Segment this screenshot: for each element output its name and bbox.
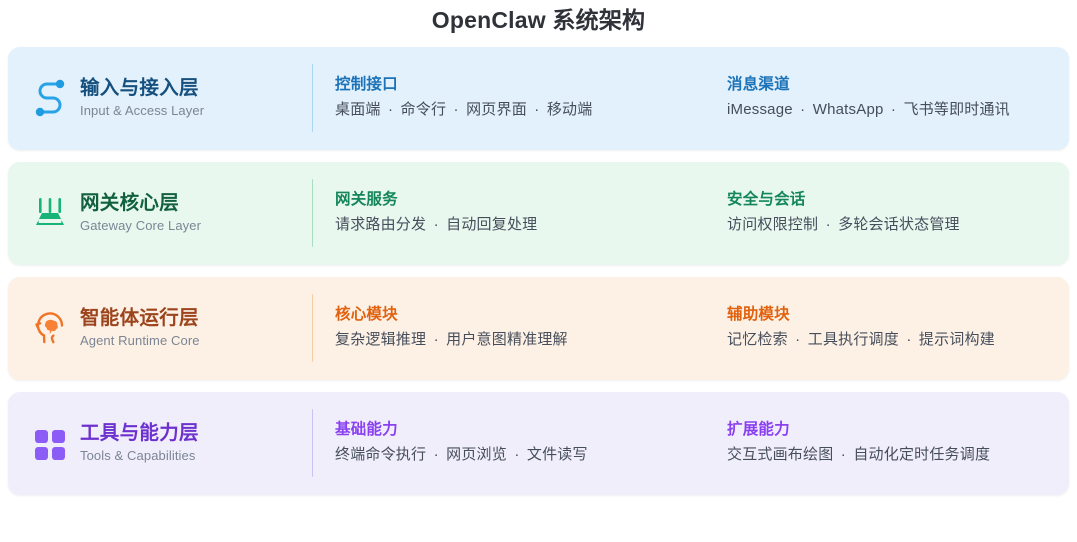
layer-group: 核心模块 复杂逻辑推理 · 用户意图精准理解 <box>335 306 727 350</box>
layer-divider <box>312 64 313 133</box>
group-item: 桌面端 <box>335 101 381 119</box>
item-separator: · <box>429 216 444 234</box>
page-title: OpenClaw 系统架构 <box>431 7 646 33</box>
layer-name-cn: 智能体运行层 <box>80 306 199 329</box>
layer-card-input-access[interactable]: 输入与接入层 Input & Access Layer 控制接口 桌面端 · 命… <box>8 46 1069 150</box>
group-title: 基础能力 <box>335 421 398 439</box>
group-item: iMessage <box>727 101 793 119</box>
item-separator: · <box>449 101 464 119</box>
group-title: 扩展能力 <box>727 421 790 439</box>
layer-card-gateway-core[interactable]: 网关核心层 Gateway Core Layer 网关服务 请求路由分发 · 自… <box>8 161 1069 265</box>
layer-groups: 基础能力 终端命令执行 · 网页浏览 · 文件读写 扩展能力 交互式画布绘图 ·… <box>335 421 1053 465</box>
layer-name-cn: 工具与能力层 <box>80 421 199 444</box>
layer-name-cn: 网关核心层 <box>80 191 180 214</box>
router-gateway-icon <box>22 194 78 232</box>
item-separator: · <box>836 446 851 464</box>
group-items: 交互式画布绘图 · 自动化定时任务调度 <box>727 446 1053 465</box>
layer-heading: 工具与能力层 Tools & Capabilities <box>78 421 312 464</box>
layer-group: 基础能力 终端命令执行 · 网页浏览 · 文件读写 <box>335 421 727 465</box>
item-separator: · <box>795 101 810 119</box>
group-item: 飞书等即时通讯 <box>903 101 1010 119</box>
item-separator: · <box>821 216 836 234</box>
group-item: 文件读写 <box>526 446 588 464</box>
group-items: 桌面端 · 命令行 · 网页界面 · 移动端 <box>335 101 727 120</box>
layer-name-en: Tools & Capabilities <box>80 448 196 464</box>
layer-name-en: Input & Access Layer <box>80 103 205 119</box>
group-item: 提示词构建 <box>918 331 995 349</box>
group-item: 复杂逻辑推理 <box>335 331 427 349</box>
layer-group: 扩展能力 交互式画布绘图 · 自动化定时任务调度 <box>727 421 1053 465</box>
head-brain-icon <box>22 309 78 347</box>
layer-groups: 控制接口 桌面端 · 命令行 · 网页界面 · 移动端 消息渠道 iMessag… <box>335 76 1053 120</box>
item-separator: · <box>429 446 444 464</box>
item-separator: · <box>429 331 444 349</box>
layer-group: 控制接口 桌面端 · 命令行 · 网页界面 · 移动端 <box>335 76 727 120</box>
layer-card-tools-capabilities[interactable]: 工具与能力层 Tools & Capabilities 基础能力 终端命令执行 … <box>8 391 1069 495</box>
layer-heading: 智能体运行层 Agent Runtime Core <box>78 306 312 349</box>
group-item: 多轮会话状态管理 <box>838 216 960 234</box>
group-item: 自动回复处理 <box>446 216 538 234</box>
layer-divider <box>312 409 313 478</box>
group-title: 安全与会话 <box>727 191 806 209</box>
layer-card-agent-runtime[interactable]: 智能体运行层 Agent Runtime Core 核心模块 复杂逻辑推理 · … <box>8 276 1069 380</box>
layer-heading: 网关核心层 Gateway Core Layer <box>78 191 312 234</box>
layer-divider <box>312 179 313 248</box>
group-title: 网关服务 <box>335 191 398 209</box>
layer-group: 安全与会话 访问权限控制 · 多轮会话状态管理 <box>727 191 1053 235</box>
group-item: 记忆检索 <box>727 331 788 349</box>
layer-name-en: Gateway Core Layer <box>80 218 202 234</box>
group-item: 工具执行调度 <box>807 331 899 349</box>
group-item: 交互式画布绘图 <box>727 446 834 464</box>
layer-group: 网关服务 请求路由分发 · 自动回复处理 <box>335 191 727 235</box>
group-items: 访问权限控制 · 多轮会话状态管理 <box>727 216 1053 235</box>
group-item: 移动端 <box>546 101 593 119</box>
item-separator: · <box>901 331 916 349</box>
item-separator: · <box>529 101 544 119</box>
group-item: 请求路由分发 <box>335 216 427 234</box>
group-items: iMessage · WhatsApp · 飞书等即时通讯 <box>727 101 1053 120</box>
layer-group: 辅助模块 记忆检索 · 工具执行调度 · 提示词构建 <box>727 306 1053 350</box>
layer-divider <box>312 294 313 363</box>
group-items: 请求路由分发 · 自动回复处理 <box>335 216 727 235</box>
group-items: 记忆检索 · 工具执行调度 · 提示词构建 <box>727 331 1053 350</box>
grid-squares-icon <box>22 424 78 462</box>
item-separator: · <box>886 101 901 119</box>
group-item: 网页界面 <box>466 101 527 119</box>
group-item: 终端命令执行 <box>335 446 427 464</box>
group-title: 核心模块 <box>335 306 398 324</box>
group-item: 命令行 <box>400 101 447 119</box>
group-items: 复杂逻辑推理 · 用户意图精准理解 <box>335 331 727 350</box>
item-separator: · <box>509 446 524 464</box>
s-curve-connection-icon <box>22 79 78 117</box>
group-title: 控制接口 <box>335 76 398 94</box>
group-items: 终端命令执行 · 网页浏览 · 文件读写 <box>335 446 727 465</box>
group-item: 网页浏览 <box>446 446 507 464</box>
group-item: 用户意图精准理解 <box>446 331 568 349</box>
layer-group: 消息渠道 iMessage · WhatsApp · 飞书等即时通讯 <box>727 76 1053 120</box>
layer-groups: 核心模块 复杂逻辑推理 · 用户意图精准理解 辅助模块 记忆检索 · 工具执行调… <box>335 306 1053 350</box>
group-item: WhatsApp <box>812 101 884 119</box>
group-item: 访问权限控制 <box>727 216 819 234</box>
group-item: 自动化定时任务调度 <box>853 446 991 464</box>
group-title: 消息渠道 <box>727 76 790 94</box>
item-separator: · <box>383 101 398 119</box>
layer-name-cn: 输入与接入层 <box>80 76 199 99</box>
layer-name-en: Agent Runtime Core <box>80 333 200 349</box>
layer-groups: 网关服务 请求路由分发 · 自动回复处理 安全与会话 访问权限控制 · 多轮会话… <box>335 191 1053 235</box>
layer-list: 输入与接入层 Input & Access Layer 控制接口 桌面端 · 命… <box>8 46 1069 495</box>
layer-heading: 输入与接入层 Input & Access Layer <box>78 76 312 119</box>
group-title: 辅助模块 <box>727 306 790 324</box>
item-separator: · <box>790 331 805 349</box>
